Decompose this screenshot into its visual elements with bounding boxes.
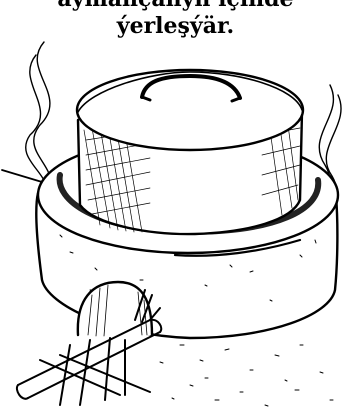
- pot-lid: [77, 70, 303, 150]
- ground: [160, 345, 333, 406]
- smoke-left: [26, 42, 51, 190]
